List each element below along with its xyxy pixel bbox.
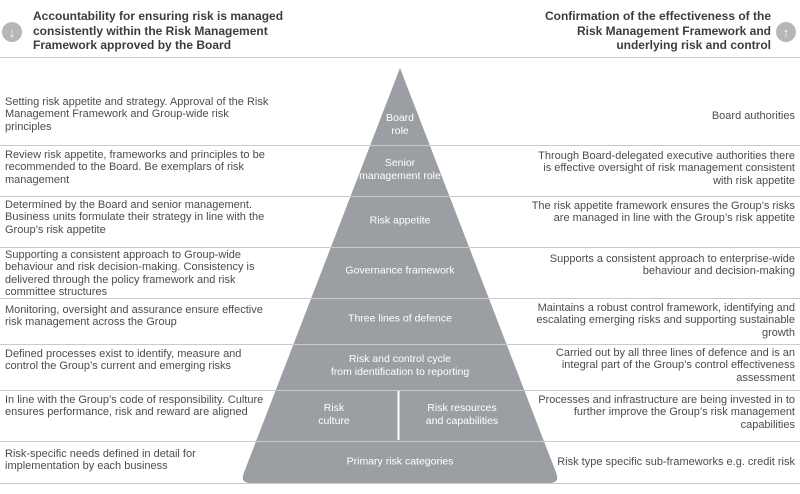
pyramid-layer-risk-control-cycle: Risk and control cycle from identificati… xyxy=(330,353,470,378)
pyramid-shape xyxy=(242,68,558,483)
pyramid-layer-senior-management: Senior management role xyxy=(359,157,441,182)
row-right-text-7: Processes and infrastructure are being i… xyxy=(538,394,795,431)
row-left-text-7: In line with the Group’s code of respons… xyxy=(5,394,264,419)
up-arrow-glyph: ↑ xyxy=(782,24,790,40)
row-divider xyxy=(0,247,800,248)
row-right-text-5: Maintains a robust control framework, id… xyxy=(536,302,795,339)
row-left-text-4: Supporting a consistent approach to Grou… xyxy=(5,249,255,298)
row-right-text-2: Through Board-delegated executive author… xyxy=(538,150,795,187)
row-left-text-3: Determined by the Board and senior manag… xyxy=(5,199,265,236)
row-divider xyxy=(0,57,800,58)
row-divider xyxy=(0,390,800,391)
row-left-text-1: Setting risk appetite and strategy. Appr… xyxy=(5,96,269,133)
pyramid-layer-governance-framework: Governance framework xyxy=(345,264,455,277)
row-right-text-4: Supports a consistent approach to enterp… xyxy=(549,253,795,278)
row-right-text-8: Risk type specific sub-frameworks e.g. c… xyxy=(557,456,795,468)
row-left-text-5: Monitoring, oversight and assurance ensu… xyxy=(5,304,263,329)
row-left-text-8: Risk-specific needs defined in detail fo… xyxy=(5,448,196,473)
row-right-text-1: Board authorities xyxy=(711,110,795,122)
row-divider xyxy=(0,196,800,197)
row-divider xyxy=(0,483,800,484)
pyramid-layer-primary-risk-categories: Primary risk categories xyxy=(346,455,454,468)
pyramid-cell-divider xyxy=(397,391,400,440)
row-right-text-6: Carried out by all three lines of defenc… xyxy=(555,347,795,384)
header-right-text: Confirmation of the effectiveness of the… xyxy=(544,9,771,52)
row-left-text-6: Defined processes exist to identify, mea… xyxy=(5,348,242,373)
row-divider xyxy=(0,298,800,299)
row-divider xyxy=(0,441,800,442)
up-arrow-icon: ↑ xyxy=(776,22,796,42)
down-arrow-icon: ↓ xyxy=(2,22,22,42)
pyramid-layer-risk-appetite: Risk appetite xyxy=(369,214,431,227)
row-divider xyxy=(0,145,800,146)
pyramid-layer-board-role: Board role xyxy=(385,112,415,137)
header-left-text: Accountability for ensuring risk is mana… xyxy=(33,9,284,52)
pyramid-layer-risk-resources: Risk resources and capabilities xyxy=(425,402,499,427)
pyramid-layer-risk-culture: Risk culture xyxy=(318,402,350,427)
row-divider xyxy=(0,344,800,345)
row-left-text-2: Review risk appetite, frameworks and pri… xyxy=(5,149,265,186)
row-right-text-3: The risk appetite framework ensures the … xyxy=(531,200,795,225)
down-arrow-glyph: ↓ xyxy=(8,24,16,40)
pyramid-layer-three-lines-of-defence: Three lines of defence xyxy=(348,312,452,325)
